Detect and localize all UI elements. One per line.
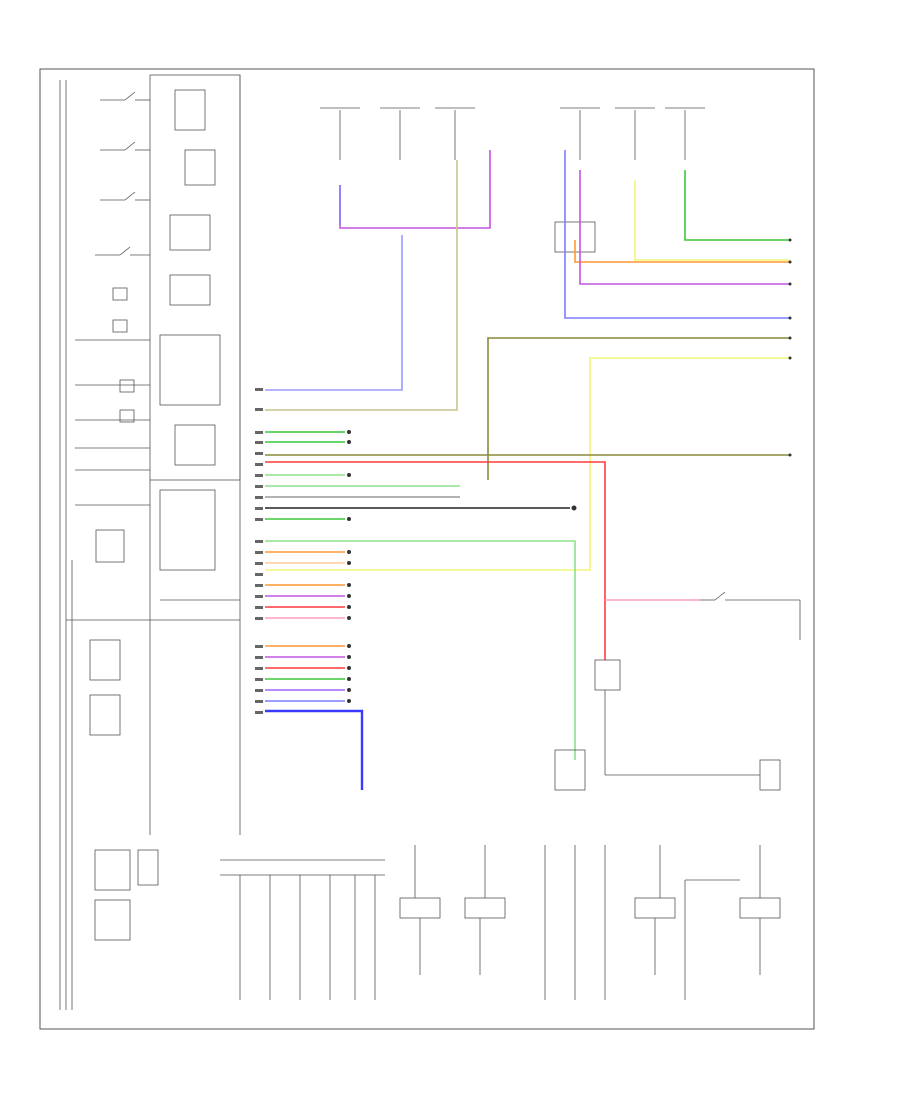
switch-3 — [100, 191, 150, 201]
wire-blue-right — [564, 150, 790, 319]
switch-4 — [95, 246, 150, 256]
wire-tan-top — [265, 160, 458, 411]
wire-yellow-long — [265, 357, 790, 571]
switch-2 — [100, 141, 150, 151]
wire-blue-bold — [265, 709, 364, 790]
wire-green-right — [684, 170, 790, 241]
wire-end-connectors — [347, 238, 792, 703]
wire-lightgreen-3 — [265, 540, 576, 760]
colored-wires — [265, 150, 790, 790]
bottom-components — [220, 845, 781, 1000]
instrument-cluster-box — [149, 74, 241, 835]
wire-olive-right — [487, 337, 790, 480]
wire-red-long — [265, 461, 606, 660]
left-switch-column — [59, 80, 240, 1010]
wire-blue-mid — [265, 235, 403, 391]
switch-1 — [100, 91, 150, 101]
page-frame — [39, 68, 815, 1030]
wire-orange-right — [574, 240, 790, 263]
connector-pins — [255, 388, 263, 714]
right-components — [554, 591, 801, 791]
wire-violet-right — [579, 170, 790, 285]
top-fuse-block — [320, 107, 705, 253]
wire-yellow-right — [634, 180, 790, 261]
wire-violet-top — [339, 150, 491, 229]
